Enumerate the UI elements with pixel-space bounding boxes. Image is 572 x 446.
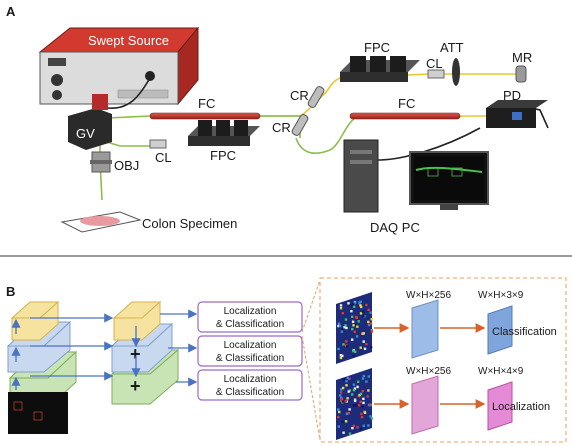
collimator-top (427, 69, 445, 79)
intermediate-map-bottom (411, 375, 439, 435)
obj-label: OBJ (114, 158, 139, 173)
loc-class-box-1: Localization & Classification (197, 301, 303, 333)
daq-pc (343, 139, 489, 213)
gv-label: GV (76, 126, 95, 141)
cr-top-label: CR (290, 88, 309, 103)
plus-lower: + (130, 376, 141, 396)
circulator-bottom (291, 114, 309, 136)
loc-class-2-line1: Localization (224, 340, 277, 351)
input-feature-map-bottom (336, 368, 374, 440)
photodetector (486, 100, 548, 128)
mr-label: MR (512, 50, 532, 65)
fpc-top-device (340, 56, 420, 82)
loc-class-box-2: Localization & Classification (197, 335, 303, 367)
loc-class-box-3: Localization & Classification (197, 369, 303, 401)
daq-label: DAQ PC (370, 220, 420, 235)
wh256-bottom-label: W×H×256 (406, 366, 451, 377)
fpc-top-label: FPC (364, 40, 390, 55)
classification-label: Classification (492, 326, 557, 338)
feature-pyramid-mid (110, 300, 180, 405)
cl-top-label: CL (426, 56, 443, 71)
collimator-left (149, 139, 167, 149)
pd-label: PD (503, 88, 521, 103)
colon-specimen (60, 211, 142, 233)
fc-left-label: FC (198, 96, 215, 111)
swept-source-label: Swept Source (88, 33, 169, 48)
wh256-top-label: W×H×256 (406, 290, 451, 301)
wh49-label: W×H×4×9 (478, 366, 524, 377)
pyramid-arrows (11, 309, 198, 390)
panel-a-label: A (6, 4, 16, 19)
attenuator (452, 58, 460, 86)
objective-lens (90, 151, 112, 173)
loc-class-2-line2: & Classification (216, 353, 284, 364)
feature-pyramid-left (6, 300, 78, 434)
panel-b-label: B (6, 284, 15, 299)
wh39-label: W×H×3×9 (478, 290, 524, 301)
fiber-coupler-right (349, 112, 461, 120)
subnet-connector (301, 279, 321, 441)
fpc-left-device (188, 120, 260, 146)
localization-label: Localization (492, 401, 550, 413)
localization-head (487, 381, 513, 431)
intermediate-map-top (411, 299, 439, 359)
cl-left-label: CL (155, 150, 172, 165)
loc-class-3-line1: Localization (224, 374, 277, 385)
classification-head (487, 305, 513, 355)
specimen-label: Colon Specimen (142, 216, 237, 231)
circulator-top (307, 86, 325, 108)
subnet-arrows (374, 323, 486, 409)
att-label: ATT (440, 40, 464, 55)
plus-upper: + (130, 344, 141, 364)
loc-class-3-line2: & Classification (216, 387, 284, 398)
loc-class-1-line2: & Classification (216, 319, 284, 330)
swept-source-device (38, 26, 200, 106)
subnet-frame (319, 277, 567, 443)
mirror (515, 65, 527, 83)
input-feature-map-top (336, 292, 374, 364)
galvo-scanner (68, 94, 112, 150)
loc-class-1-line1: Localization (224, 306, 277, 317)
fpc-left-label: FPC (210, 148, 236, 163)
fiber-coupler-left (149, 112, 261, 120)
fc-right-label: FC (398, 96, 415, 111)
cr-bottom-label: CR (272, 120, 291, 135)
